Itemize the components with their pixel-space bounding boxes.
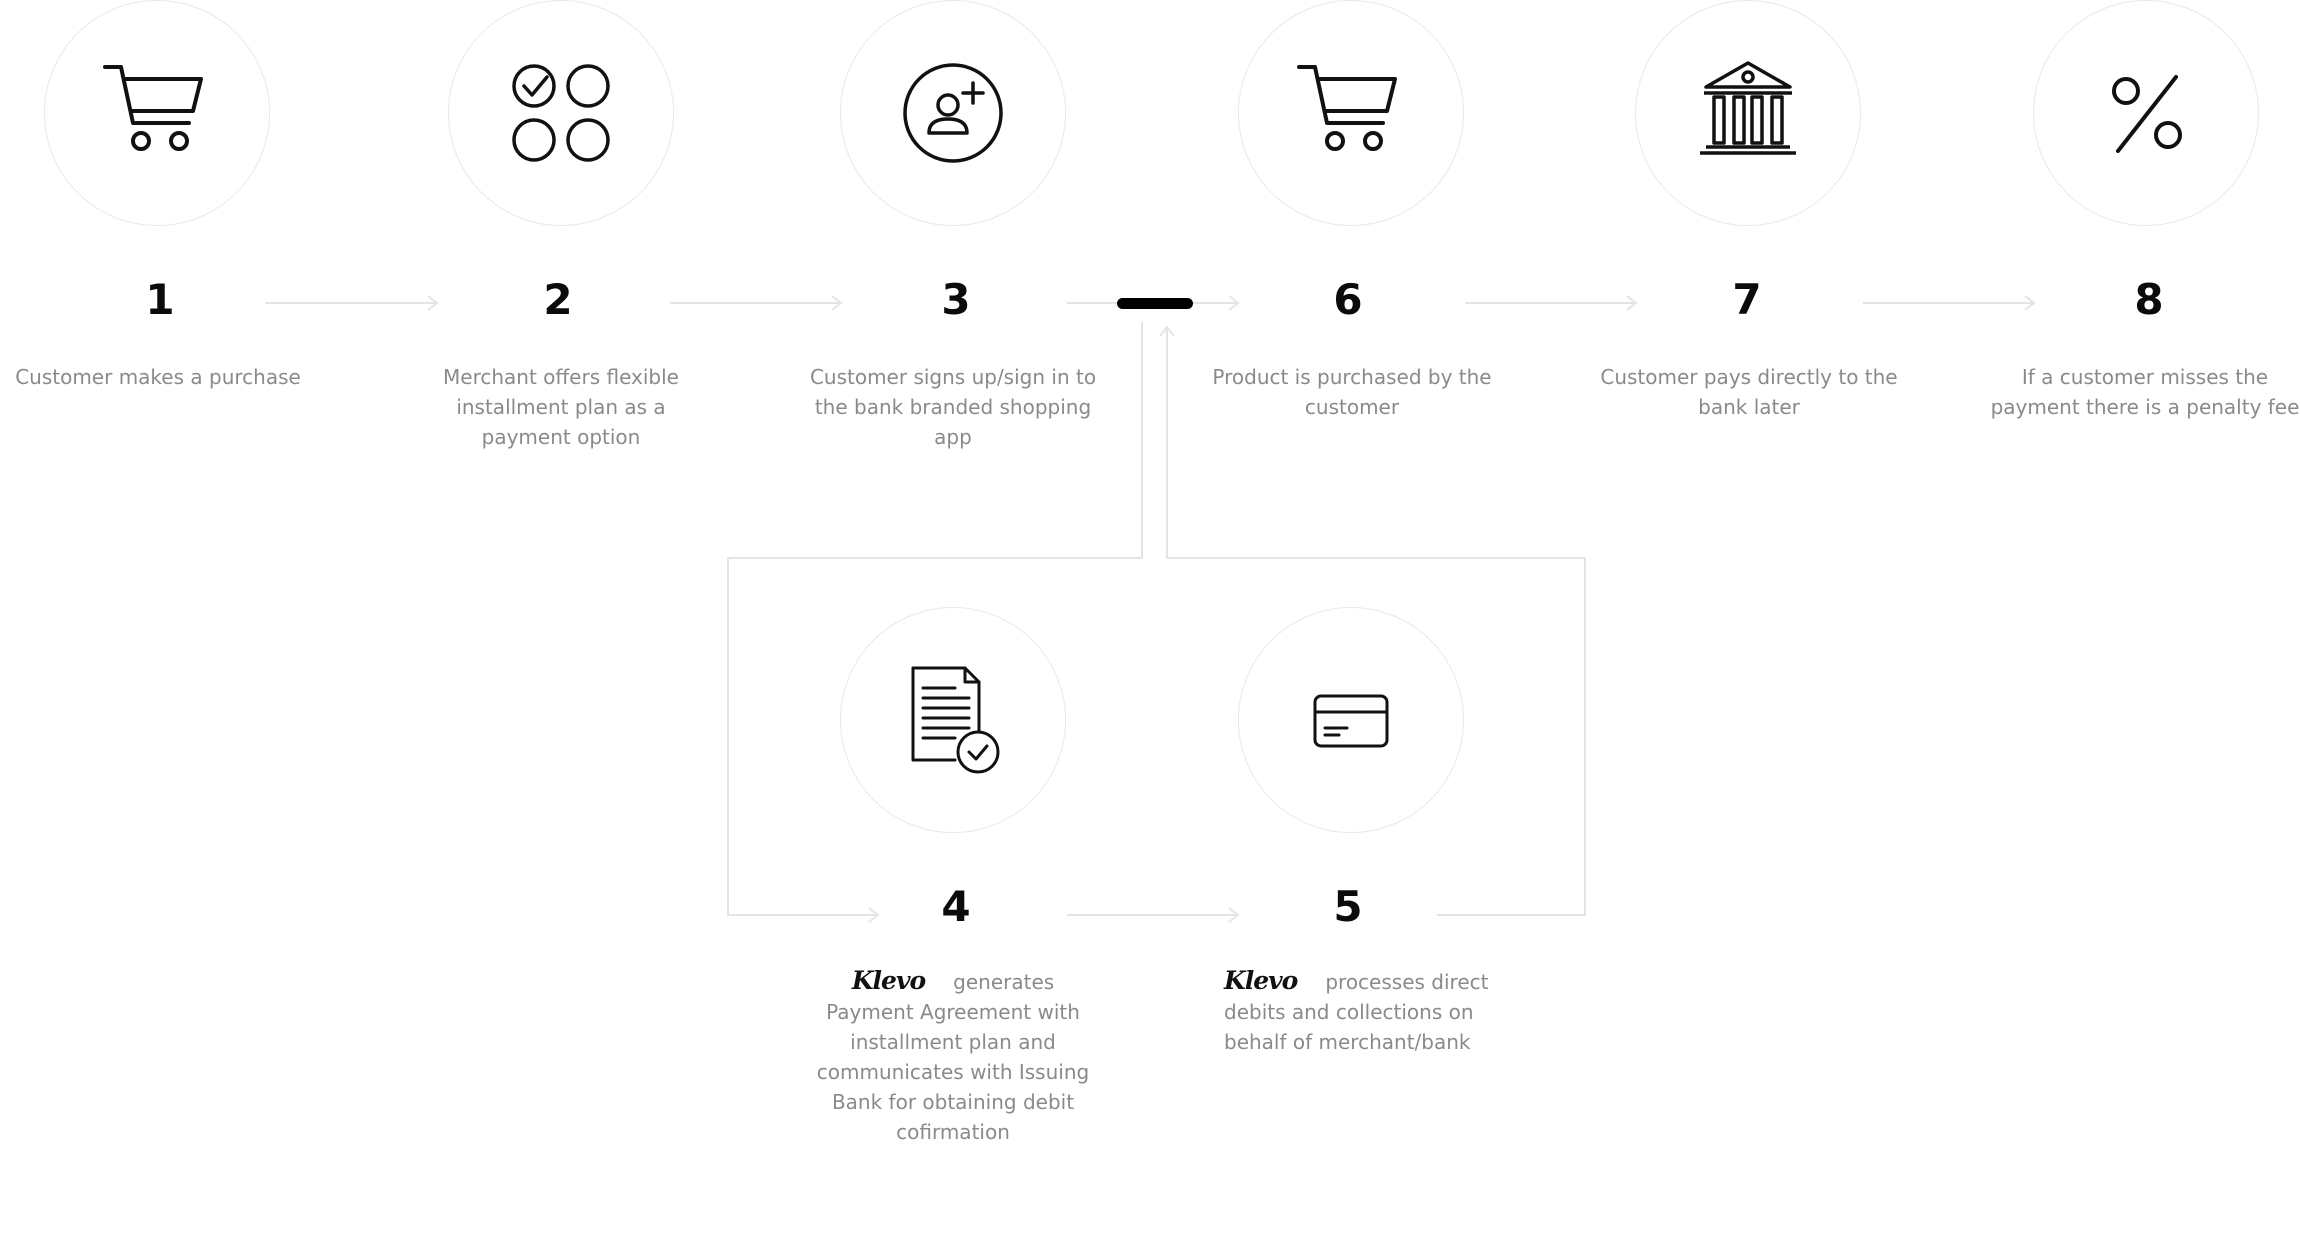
step-6-description: Product is purchased by the customer — [1212, 365, 1492, 419]
step-4-text: generates Payment Agreement with install… — [816, 970, 1090, 1144]
add-user-icon — [893, 53, 1013, 173]
arrow-1-2 — [265, 295, 439, 311]
step-7-circle — [1635, 0, 1861, 226]
step-3-description: Customer signs up/sign in to the bank br… — [809, 365, 1097, 449]
installment-options-icon — [501, 53, 621, 173]
step-5-text: processes direct debits and collections … — [1224, 970, 1489, 1054]
shopping-cart-icon — [1291, 53, 1411, 173]
step-4-circle — [840, 607, 1066, 833]
step-6-circle — [1238, 0, 1464, 226]
connector-5-to-6 — [1159, 325, 1586, 916]
connector-3-to-4 — [727, 322, 1143, 923]
step-3-circle — [840, 0, 1066, 226]
step-1-circle — [44, 0, 270, 226]
step-1-description: Customer makes a purchase — [15, 365, 301, 389]
step-7-description: Customer pays directly to the bank later — [1600, 365, 1898, 419]
percent-icon — [2086, 53, 2206, 173]
step-2-circle — [448, 0, 674, 226]
step-3-number: 3 — [941, 275, 971, 324]
step-8-circle — [2033, 0, 2259, 226]
step-5-number: 5 — [1333, 882, 1363, 931]
arrow-2-3 — [670, 295, 843, 311]
arrow-6-7 — [1465, 295, 1638, 311]
credit-card-icon — [1291, 660, 1411, 780]
step-6-number: 6 — [1333, 275, 1363, 324]
shopping-cart-icon — [97, 53, 217, 173]
arrow-7-8 — [1863, 295, 2036, 311]
document-check-icon — [893, 660, 1013, 780]
step-2-number: 2 — [543, 275, 573, 324]
klevo-logo: Klevo — [851, 966, 926, 995]
step-4-number: 4 — [941, 882, 971, 931]
step-5-circle — [1238, 607, 1464, 833]
arrow-4-5 — [1067, 907, 1240, 923]
step-8-number: 8 — [2134, 275, 2164, 324]
step-1-number: 1 — [145, 275, 175, 324]
klevo-logo: Klevo — [1224, 966, 1298, 995]
step-8-description: If a customer misses the payment there i… — [1990, 365, 2300, 419]
bank-icon — [1688, 53, 1808, 173]
step-7-number: 7 — [1732, 275, 1762, 324]
junction-marker — [1117, 298, 1193, 309]
step-2-description: Merchant offers flexible installment pla… — [443, 365, 679, 449]
